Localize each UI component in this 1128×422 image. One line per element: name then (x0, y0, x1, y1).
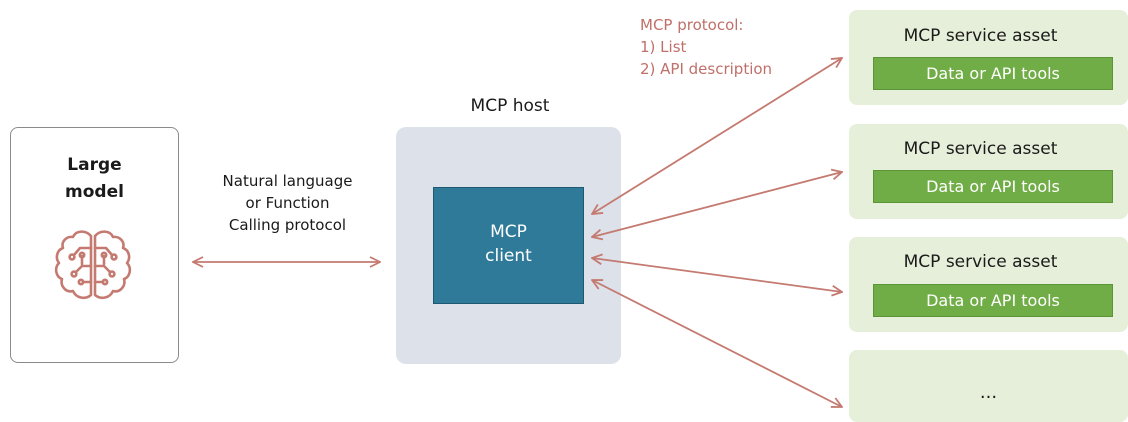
mcp-client-label: MCP client (485, 222, 532, 266)
mcp-host-label: MCP host (470, 96, 550, 116)
mcp-service-asset-more (849, 350, 1128, 422)
mcp-service-asset-title-2: MCP service asset (903, 139, 1058, 159)
mcp-service-asset-title-1: MCP service asset (903, 26, 1058, 46)
client-asset-more-arrow (592, 280, 842, 407)
brain-icon (54, 230, 132, 300)
data-api-tools-1: Data or API tools (873, 57, 1113, 90)
mcp-client-box (433, 187, 584, 304)
client-asset-3-arrow (592, 258, 842, 292)
client-asset-2-arrow (592, 172, 842, 237)
large-model-title: Large model (65, 155, 124, 202)
more-assets-ellipsis: ... (979, 382, 998, 403)
data-api-tools-3: Data or API tools (873, 284, 1113, 317)
client-asset-1-arrow (592, 58, 842, 214)
data-api-tools-2: Data or API tools (873, 170, 1113, 203)
mcp-service-asset-title-3: MCP service asset (903, 252, 1058, 272)
natural-language-protocol-label: Natural language or Function Calling pro… (222, 172, 353, 234)
